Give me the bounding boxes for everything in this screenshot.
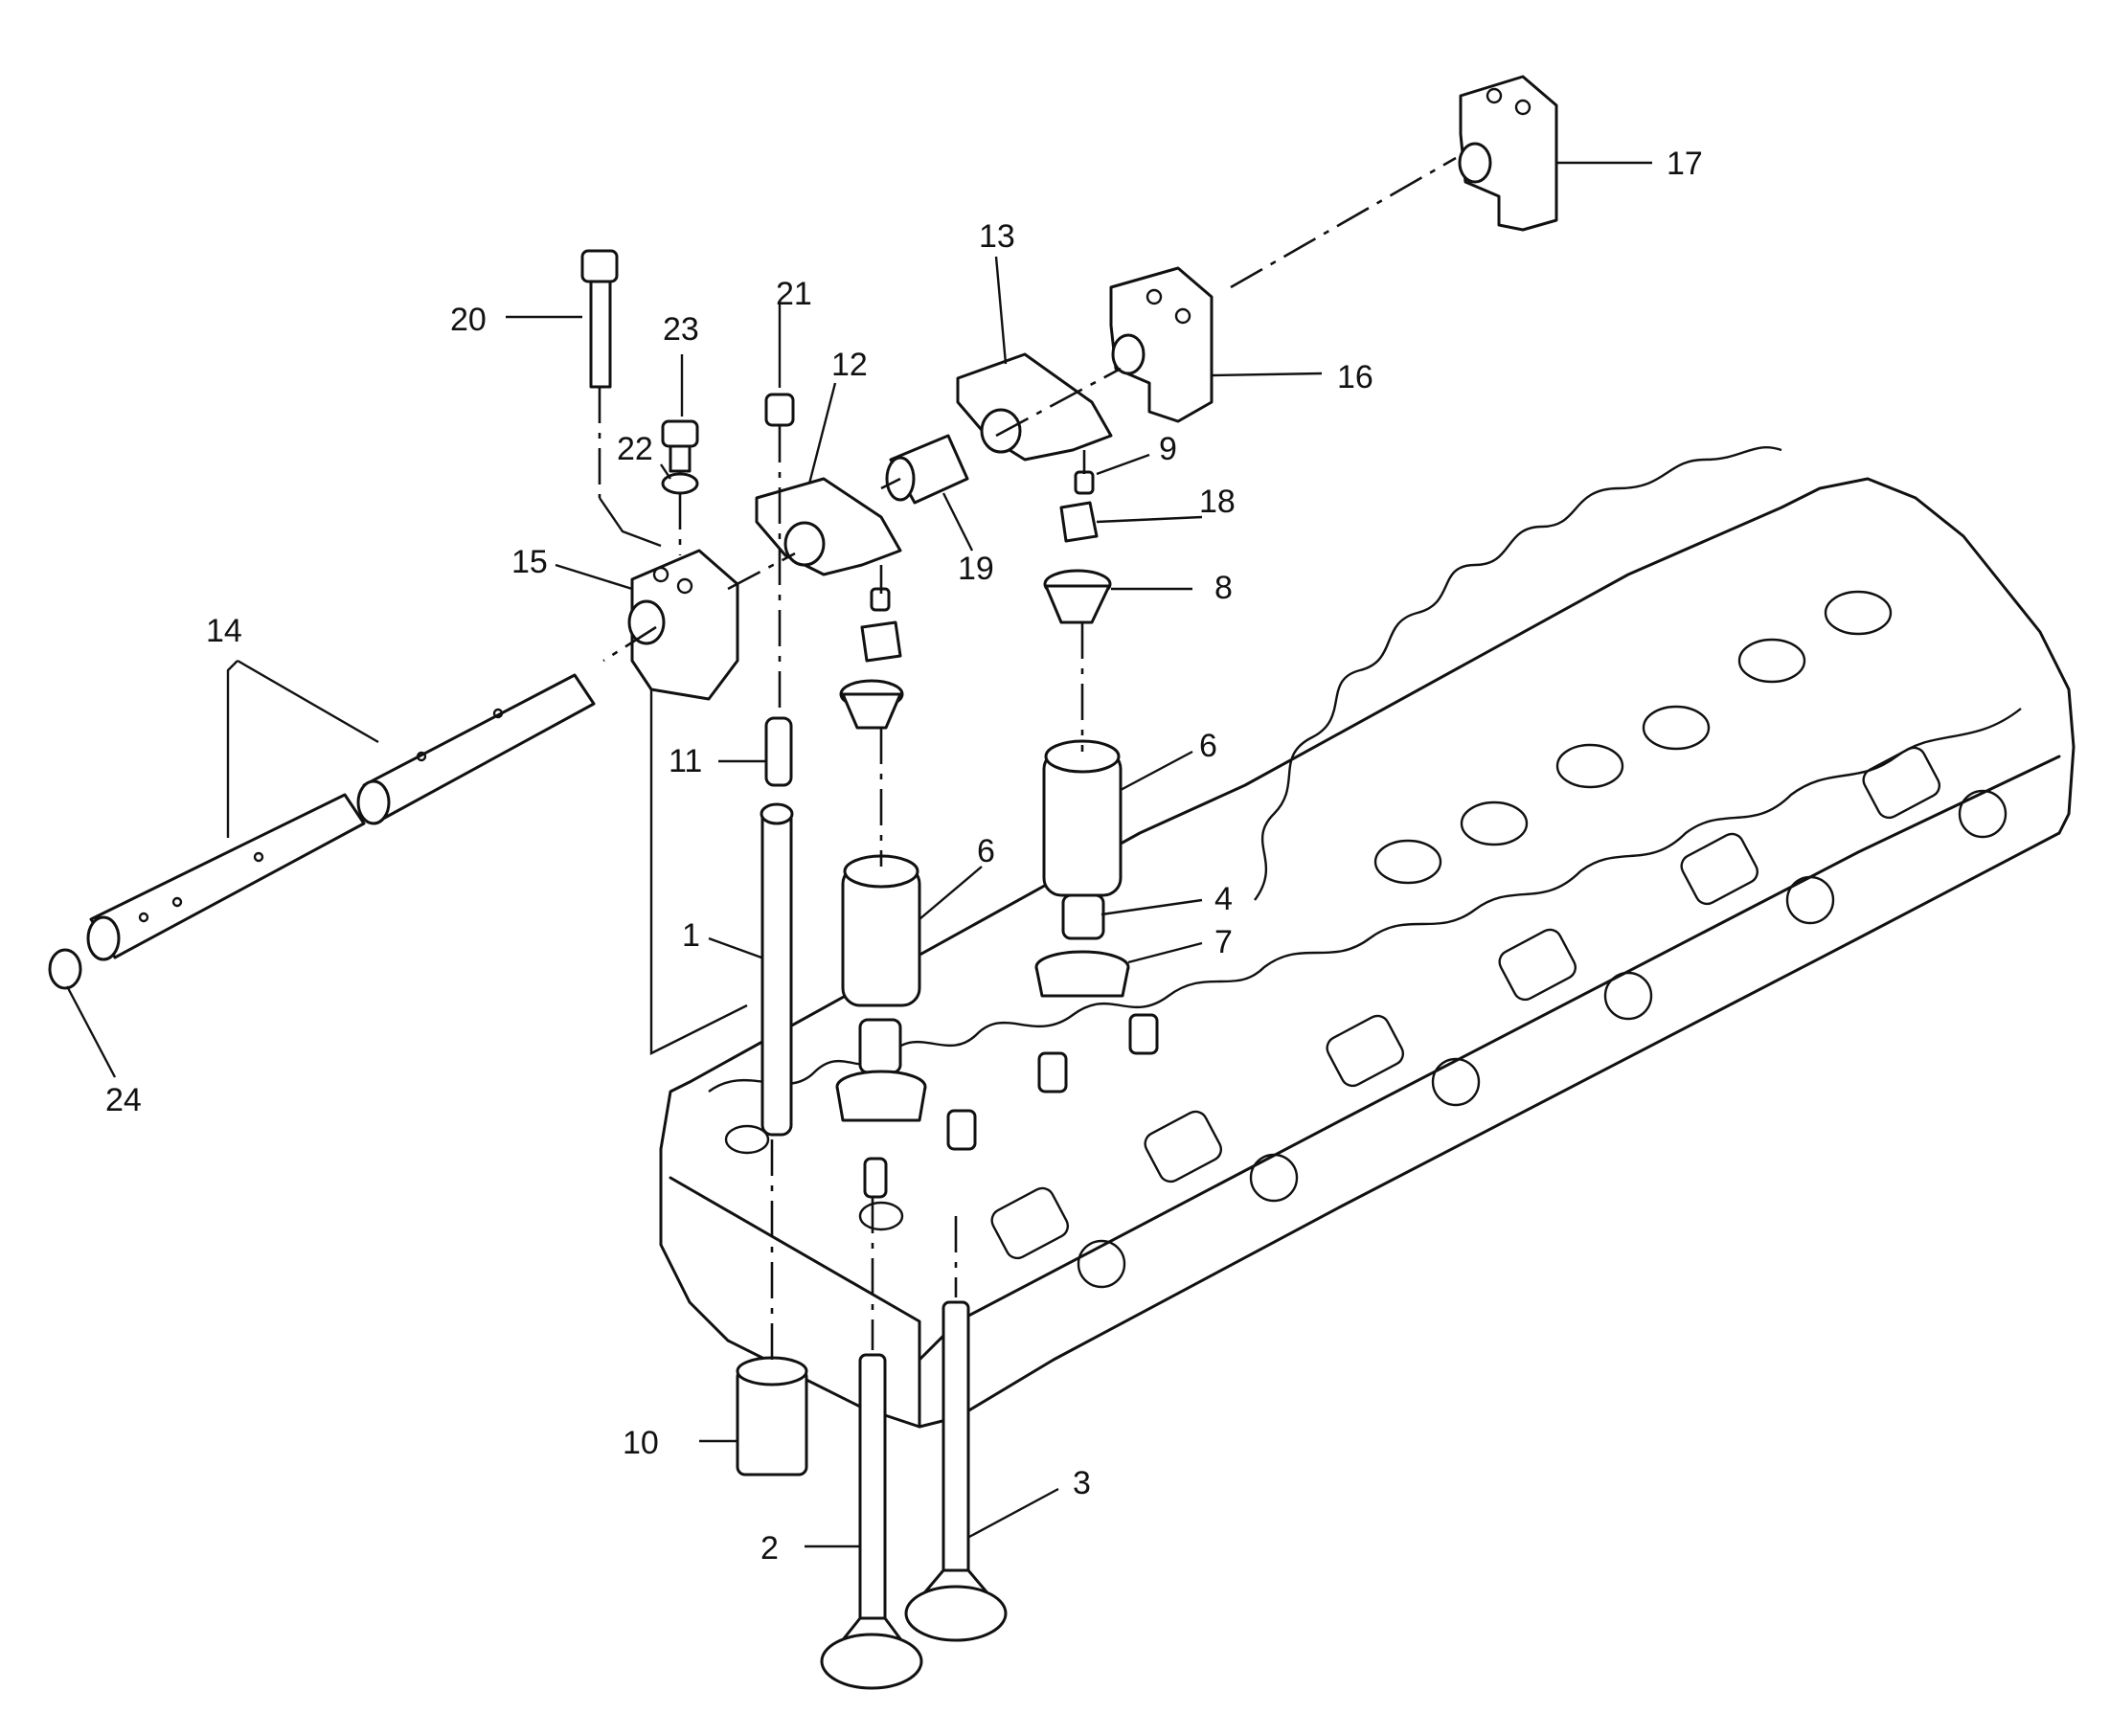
valve-stack-right bbox=[1034, 470, 1130, 998]
callout-7: 7 bbox=[1214, 924, 1233, 960]
plug-24 bbox=[48, 948, 82, 990]
valve-stack-left bbox=[835, 587, 927, 1199]
callout-21: 21 bbox=[776, 276, 812, 312]
callout-1: 1 bbox=[682, 917, 700, 954]
callout-3: 3 bbox=[1073, 1465, 1091, 1501]
callout-15: 15 bbox=[511, 544, 548, 580]
callout-11: 11 bbox=[669, 743, 702, 779]
callout-19: 19 bbox=[958, 551, 994, 587]
leader-lines bbox=[65, 161, 1652, 1548]
callout-14: 14 bbox=[206, 613, 242, 649]
rocker-support-15 bbox=[627, 549, 739, 701]
bolt-20 bbox=[580, 249, 619, 389]
bushing-19 bbox=[885, 434, 969, 505]
rocker-support-16 bbox=[1109, 266, 1214, 423]
callout-2: 2 bbox=[760, 1530, 779, 1567]
port-row bbox=[990, 746, 2008, 1289]
rocker-support-17 bbox=[1458, 75, 1558, 232]
tappet-10 bbox=[736, 1356, 808, 1477]
rocker-arm-13 bbox=[956, 352, 1113, 462]
callout-8: 8 bbox=[1214, 570, 1233, 606]
callout-18: 18 bbox=[1199, 484, 1236, 520]
callout-6b: 6 bbox=[1199, 728, 1217, 764]
valve-2 bbox=[820, 1353, 923, 1690]
callout-13: 13 bbox=[979, 218, 1015, 255]
callout-labels: 1 2 3 4 6 6 7 8 9 10 11 12 13 14 15 16 1… bbox=[105, 146, 1703, 1567]
rocker-arm-12 bbox=[755, 477, 902, 576]
push-rod-1 bbox=[760, 802, 794, 1137]
callout-9: 9 bbox=[1159, 431, 1177, 467]
callout-23: 23 bbox=[663, 311, 699, 348]
callout-16: 16 bbox=[1337, 359, 1373, 395]
callout-4: 4 bbox=[1214, 881, 1233, 917]
assembly-lines bbox=[598, 156, 1457, 1369]
callout-6a: 6 bbox=[977, 833, 995, 869]
callout-22: 22 bbox=[617, 431, 653, 467]
callout-17: 17 bbox=[1667, 146, 1703, 182]
adjusting-screw-11 bbox=[764, 716, 793, 787]
rocker-shaft bbox=[86, 673, 596, 961]
callout-12: 12 bbox=[831, 347, 868, 383]
callout-24: 24 bbox=[105, 1082, 142, 1118]
nut-21 bbox=[764, 393, 795, 427]
callout-20: 20 bbox=[450, 302, 487, 338]
valve-3 bbox=[904, 1300, 1008, 1642]
bolt-23 bbox=[661, 419, 699, 473]
callout-10: 10 bbox=[623, 1425, 659, 1461]
